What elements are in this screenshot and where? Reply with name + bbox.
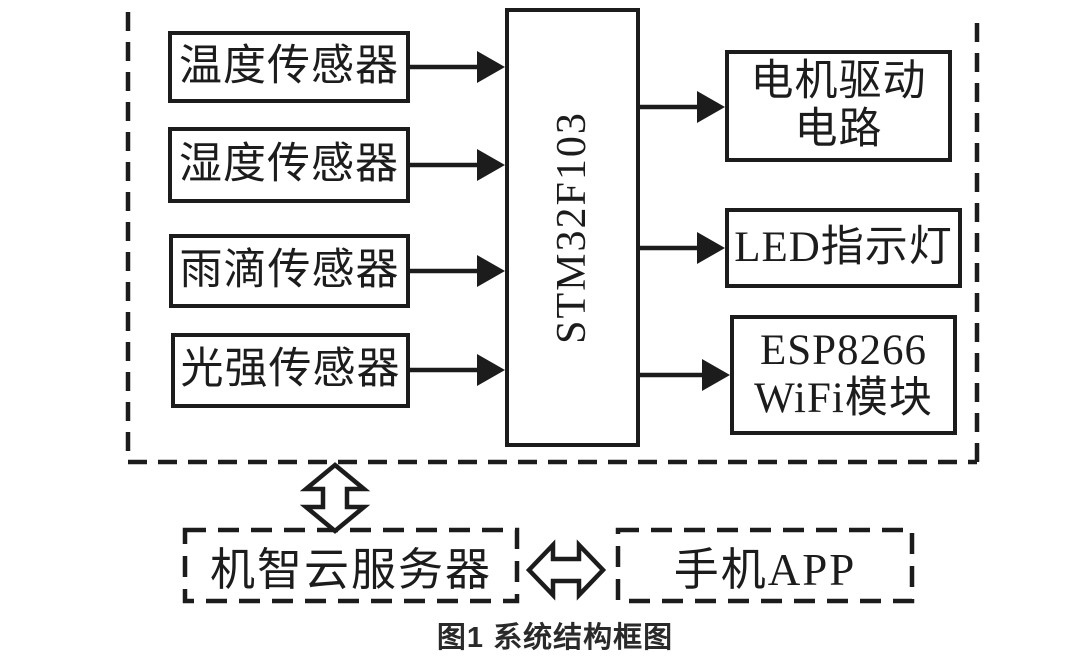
- block-temperature-sensor-label: 温度传感器: [179, 42, 399, 90]
- block-mcu-stm32f103: STM32F103: [505, 8, 640, 447]
- block-humidity-sensor: 湿度传感器: [168, 127, 410, 203]
- block-phone-app: 手机APP: [618, 530, 912, 601]
- block-phone-app-label: 手机APP: [673, 545, 857, 595]
- arrow-mcu-to-wifi: [640, 359, 730, 391]
- block-cloud-server: 机智云服务器: [185, 530, 517, 601]
- block-led-indicator: LED指示灯: [725, 208, 962, 288]
- block-led-indicator-label: LED指示灯: [734, 223, 953, 271]
- block-cloud-server-label: 机智云服务器: [209, 545, 492, 595]
- block-wifi-label-line1: ESP8266: [759, 326, 928, 374]
- block-mcu-label: STM32F103: [548, 111, 595, 344]
- arrow-mcu-to-motor-driver: [640, 91, 725, 123]
- bidirectional-horizontal-arrow-icon: [525, 539, 607, 601]
- bidirectional-vertical-arrow-icon: [299, 462, 371, 534]
- block-esp8266-wifi-module: ESP8266 WiFi模块: [730, 315, 957, 435]
- phone-app-box-border: [615, 527, 915, 604]
- block-motor-driver-label-line2: 电路: [794, 106, 883, 153]
- arrow-temperature-to-mcu: [410, 51, 505, 83]
- arrow-light-to-mcu: [410, 354, 505, 386]
- arrow-humidity-to-mcu: [410, 149, 505, 181]
- block-raindrop-sensor-label: 雨滴传感器: [179, 246, 400, 294]
- system-boundary-dashed-border: [125, 12, 980, 465]
- block-raindrop-sensor: 雨滴传感器: [169, 234, 410, 308]
- block-light-sensor: 光强传感器: [171, 333, 410, 408]
- block-wifi-label-line2: WiFi模块: [754, 375, 933, 422]
- figure-caption: 图1 系统结构框图: [436, 622, 674, 654]
- arrow-raindrop-to-mcu: [410, 255, 505, 287]
- block-humidity-sensor-label: 湿度传感器: [179, 140, 399, 188]
- block-motor-driver-label-line1: 电机驱动: [750, 57, 927, 105]
- arrow-mcu-to-led: [640, 232, 725, 264]
- block-motor-driver-circuit: 电机驱动 电路: [725, 50, 952, 162]
- block-light-sensor-label: 光强传感器: [180, 346, 401, 394]
- cloud-server-box-border: [182, 527, 520, 604]
- block-temperature-sensor: 温度传感器: [168, 31, 410, 103]
